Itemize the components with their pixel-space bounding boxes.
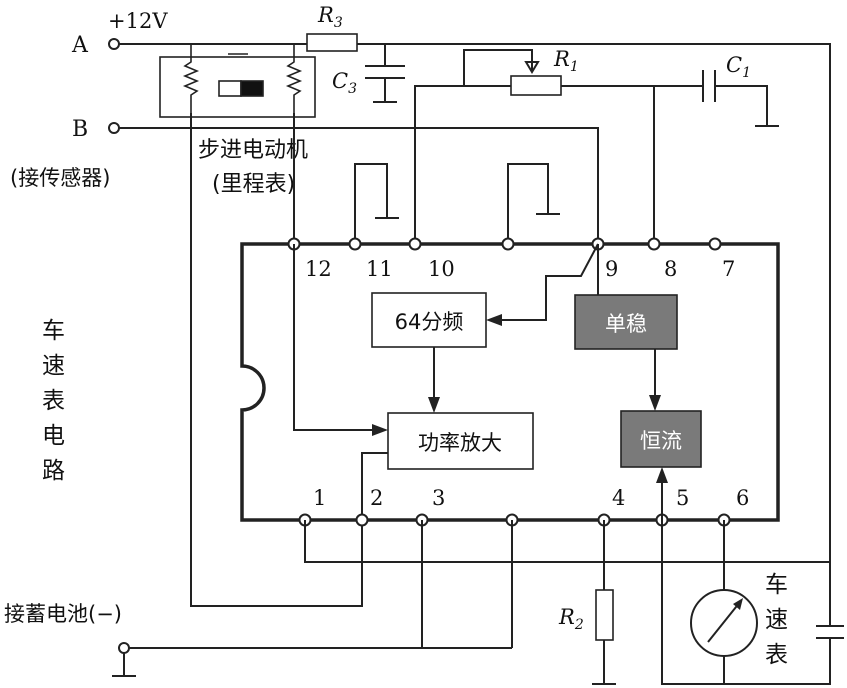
motor-lead-to-power-amp xyxy=(190,113,388,607)
battery-note: 接蓄电池(−) xyxy=(4,602,122,626)
supply-line-right xyxy=(357,43,831,562)
constant-current-block xyxy=(620,410,702,468)
pin9-to-divider xyxy=(500,243,599,321)
arrow-into-divider xyxy=(486,314,502,326)
battery-negative-line xyxy=(124,520,513,649)
resistor-r1 xyxy=(510,75,562,96)
pin1-to-supply-rail xyxy=(304,520,830,563)
motor-title: 步进电动机 xyxy=(198,138,308,163)
circuit-title-2: 速 xyxy=(42,353,65,379)
motor-leads-top xyxy=(190,44,295,57)
motor-switch-left xyxy=(218,80,242,97)
pin-1-label: 1 xyxy=(313,486,326,510)
c3-ground xyxy=(373,78,397,103)
gauge-needle-tip xyxy=(733,598,743,610)
terminal-b-label: B xyxy=(72,117,88,142)
r2-label: R2 xyxy=(558,605,584,633)
pin-unlabeled-top xyxy=(501,237,515,251)
pin-10 xyxy=(408,237,422,251)
power-amp-block xyxy=(387,412,534,470)
c3-label: C3 xyxy=(332,69,357,97)
pin-6-label: 6 xyxy=(736,486,749,510)
terminal-b xyxy=(108,122,120,134)
pin-11 xyxy=(348,237,362,251)
circuit-title-4: 电 xyxy=(42,423,65,449)
r2-ground xyxy=(592,640,616,685)
arrow-into-constant-current xyxy=(649,395,661,411)
c1-ground xyxy=(715,85,779,127)
meter-label-2: 速 xyxy=(765,607,788,633)
pin-2 xyxy=(355,513,369,527)
b-line-to-pin9 xyxy=(119,127,599,244)
terminal-a-label: A xyxy=(71,33,89,58)
pin-10-label: 10 xyxy=(428,257,455,281)
pin-7-label: 7 xyxy=(722,257,735,281)
pin11-ground xyxy=(354,163,399,244)
meter-label-1: 车 xyxy=(765,572,788,598)
circuit-title-3: 表 xyxy=(42,388,65,414)
pin-3-label: 3 xyxy=(432,486,445,510)
battery-ground xyxy=(112,653,136,677)
pin-8 xyxy=(647,237,661,251)
pin-8-label: 8 xyxy=(664,257,677,281)
r3-label: R3 xyxy=(317,3,343,31)
stepper-motor-box xyxy=(159,56,316,118)
constant-current-block-label: 恒流 xyxy=(640,429,682,453)
motor-coil-right xyxy=(285,57,303,113)
pin-ground-middle xyxy=(507,163,560,244)
pin-9-label: 9 xyxy=(605,257,618,281)
pin-5-label: 5 xyxy=(676,486,689,510)
motor-switch-right xyxy=(240,80,264,97)
circuit-title-1: 车 xyxy=(42,318,65,344)
resistor-r2 xyxy=(595,589,614,641)
monostable-block-label: 单稳 xyxy=(605,312,647,336)
power-amp-block-label: 功率放大 xyxy=(418,431,502,455)
r1-wiper-wire xyxy=(463,49,533,86)
pin-12-label: 12 xyxy=(305,257,332,281)
pin-7 xyxy=(708,237,722,251)
arrow-pin12-power-amp xyxy=(372,424,388,436)
meter-label-3: 表 xyxy=(765,642,788,668)
arrow-into-power-amp xyxy=(428,397,440,413)
capacitor-c3 xyxy=(365,65,405,79)
terminal-a xyxy=(108,38,120,50)
c1-label: C1 xyxy=(726,53,751,81)
ic-chip-body xyxy=(240,242,780,522)
arrow-pin5-constant-current xyxy=(656,467,668,483)
supply-voltage-label: +12V xyxy=(108,9,168,33)
capacitor-c1 xyxy=(702,70,716,102)
monostable-block xyxy=(574,294,678,350)
sensor-note: (接传感器) xyxy=(10,166,110,190)
pin12-to-power-amp xyxy=(293,244,374,431)
gauge-needle xyxy=(707,601,741,643)
divider-block-label: 64分频 xyxy=(395,310,464,334)
motor-coil-left xyxy=(182,57,200,113)
r1-label: R1 xyxy=(553,47,579,75)
pin10-to-r1 xyxy=(414,85,511,244)
pin-11-label: 11 xyxy=(366,257,393,281)
battery-negative-terminal xyxy=(118,642,130,654)
r1-wiper-arrow xyxy=(524,61,540,74)
pin-2-label: 2 xyxy=(370,486,383,510)
circuit-title-5: 路 xyxy=(42,458,65,484)
meter-loop xyxy=(661,520,844,685)
motor-subtitle: (里程表) xyxy=(212,172,295,197)
resistor-r3 xyxy=(306,33,358,52)
pin-4-label: 4 xyxy=(612,486,625,510)
divider-block xyxy=(371,292,487,348)
